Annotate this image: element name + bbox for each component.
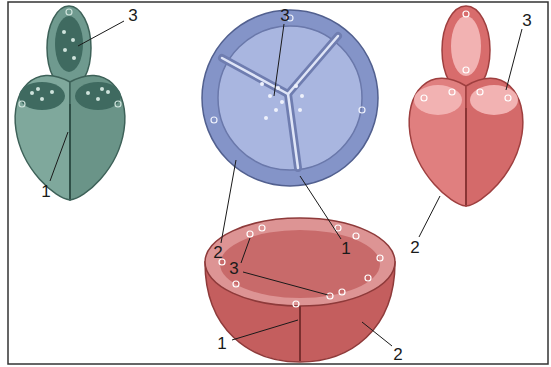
- callout-number: 3: [229, 260, 238, 277]
- tricuspid-valve: [15, 6, 125, 200]
- callout-number: 2: [410, 239, 419, 256]
- callout-number: 3: [128, 7, 137, 24]
- callout-number: 1: [217, 335, 226, 352]
- leader-lines: [50, 21, 522, 346]
- callout-number: 2: [393, 346, 402, 363]
- callout-number: 2: [213, 244, 222, 261]
- mitral-valve: [202, 10, 378, 186]
- callout-number: 3: [280, 7, 289, 24]
- callout-number: 3: [522, 12, 531, 29]
- semilunar-valve: [409, 6, 523, 206]
- callout-number: 1: [41, 183, 50, 200]
- callout-number: 1: [341, 240, 350, 257]
- aortic-valve-bowl: [205, 218, 395, 362]
